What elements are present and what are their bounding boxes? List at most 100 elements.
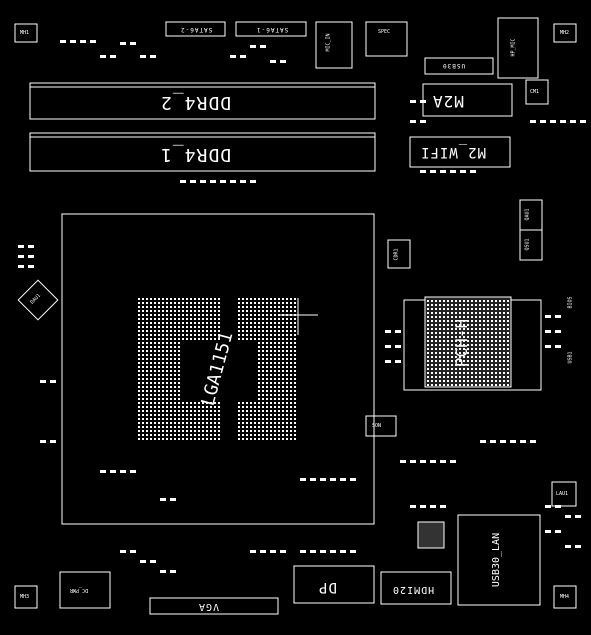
- cpu-pin: [294, 306, 296, 308]
- cpu-pin: [290, 398, 292, 400]
- pch-ball: [455, 328, 457, 330]
- cpu-pin: [282, 434, 284, 436]
- pch-ball: [443, 308, 445, 310]
- cpu-pin: [182, 310, 184, 312]
- pch-ball: [439, 348, 441, 350]
- cpu-pin: [270, 414, 272, 416]
- pch-ball: [463, 352, 465, 354]
- cpu-pin: [190, 330, 192, 332]
- cpu-pin: [162, 422, 164, 424]
- pch-ball: [439, 372, 441, 374]
- cpu-pin: [194, 430, 196, 432]
- pch-ball: [431, 364, 433, 366]
- pch-ball: [471, 308, 473, 310]
- cpu-pin: [186, 330, 188, 332]
- cpu-pin: [202, 322, 204, 324]
- smd-component: [545, 315, 551, 318]
- cpu-pin: [186, 418, 188, 420]
- smd-component: [80, 40, 86, 43]
- cpu-pin: [282, 390, 284, 392]
- cpu-pin: [270, 350, 272, 352]
- pch-ball: [495, 316, 497, 318]
- cpu-pin: [162, 434, 164, 436]
- pch-ball: [475, 304, 477, 306]
- pch-ball: [455, 324, 457, 326]
- pch-ball: [471, 344, 473, 346]
- cpu-pin: [278, 402, 280, 404]
- cpu-pin: [178, 438, 180, 440]
- pch-ball: [491, 348, 493, 350]
- smd-component: [480, 440, 486, 443]
- smd-component: [340, 478, 346, 481]
- cm1-label: CM1: [530, 89, 540, 95]
- cpu-pin: [158, 354, 160, 356]
- cpu-pin: [182, 318, 184, 320]
- cpu-pin: [198, 330, 200, 332]
- cpu-pin: [178, 334, 180, 336]
- cpu-pin: [258, 322, 260, 324]
- cpu-pin: [278, 314, 280, 316]
- cpu-pin: [262, 406, 264, 408]
- cpu-pin: [282, 322, 284, 324]
- pch-ball: [503, 348, 505, 350]
- smd-component: [280, 60, 286, 63]
- cpu-pin: [150, 314, 152, 316]
- cpu-pin: [290, 358, 292, 360]
- cpu-pin: [270, 418, 272, 420]
- cpu-pin: [294, 310, 296, 312]
- cpu-pin: [278, 310, 280, 312]
- cpu-pin: [282, 406, 284, 408]
- cpu-pin: [214, 410, 216, 412]
- pch-ball: [431, 332, 433, 334]
- cpu-pin: [294, 434, 296, 436]
- smd-component: [28, 255, 34, 258]
- cpu-pin: [202, 314, 204, 316]
- cpu-pin: [158, 350, 160, 352]
- cpu-pin: [254, 330, 256, 332]
- cpu-pin: [158, 422, 160, 424]
- pch-ball: [479, 340, 481, 342]
- cpu-pin: [142, 298, 144, 300]
- cpu-pin: [162, 318, 164, 320]
- pch-ball: [495, 368, 497, 370]
- pch-ball: [495, 364, 497, 366]
- pch-ball: [507, 336, 509, 338]
- pch-ball: [447, 372, 449, 374]
- cpu-pin: [274, 434, 276, 436]
- cpu-pin: [238, 326, 240, 328]
- cpu-pin: [286, 354, 288, 356]
- cpu-pin: [262, 354, 264, 356]
- cpu-pin: [290, 406, 292, 408]
- pch-ball: [443, 348, 445, 350]
- smd-component: [180, 180, 186, 183]
- pch-ball: [471, 304, 473, 306]
- cpu-pin: [250, 402, 252, 404]
- pch-ball: [503, 344, 505, 346]
- cpu-pin: [274, 406, 276, 408]
- cpu-pin: [286, 422, 288, 424]
- pch-ball: [427, 312, 429, 314]
- pch-ball: [475, 312, 477, 314]
- cpu-pin: [170, 390, 172, 392]
- cpu-pin: [238, 318, 240, 320]
- cpu-pin: [162, 410, 164, 412]
- pch-ball: [471, 368, 473, 370]
- cpu-pin: [278, 366, 280, 368]
- cpu-pin: [266, 346, 268, 348]
- cpu-pin: [154, 398, 156, 400]
- cpu-pin: [150, 430, 152, 432]
- pch-ball: [503, 384, 505, 386]
- pch-ball: [475, 328, 477, 330]
- cpu-pin: [142, 326, 144, 328]
- cpu-pin: [162, 350, 164, 352]
- cpu-pin: [270, 422, 272, 424]
- pch-ball: [431, 376, 433, 378]
- cpu-pin: [254, 406, 256, 408]
- pch-ball: [471, 380, 473, 382]
- pch-ball: [435, 312, 437, 314]
- smd-component: [160, 498, 166, 501]
- cpu-pin: [170, 394, 172, 396]
- cpu-pin: [246, 330, 248, 332]
- cpu-pin: [274, 414, 276, 416]
- pch-ball: [451, 320, 453, 322]
